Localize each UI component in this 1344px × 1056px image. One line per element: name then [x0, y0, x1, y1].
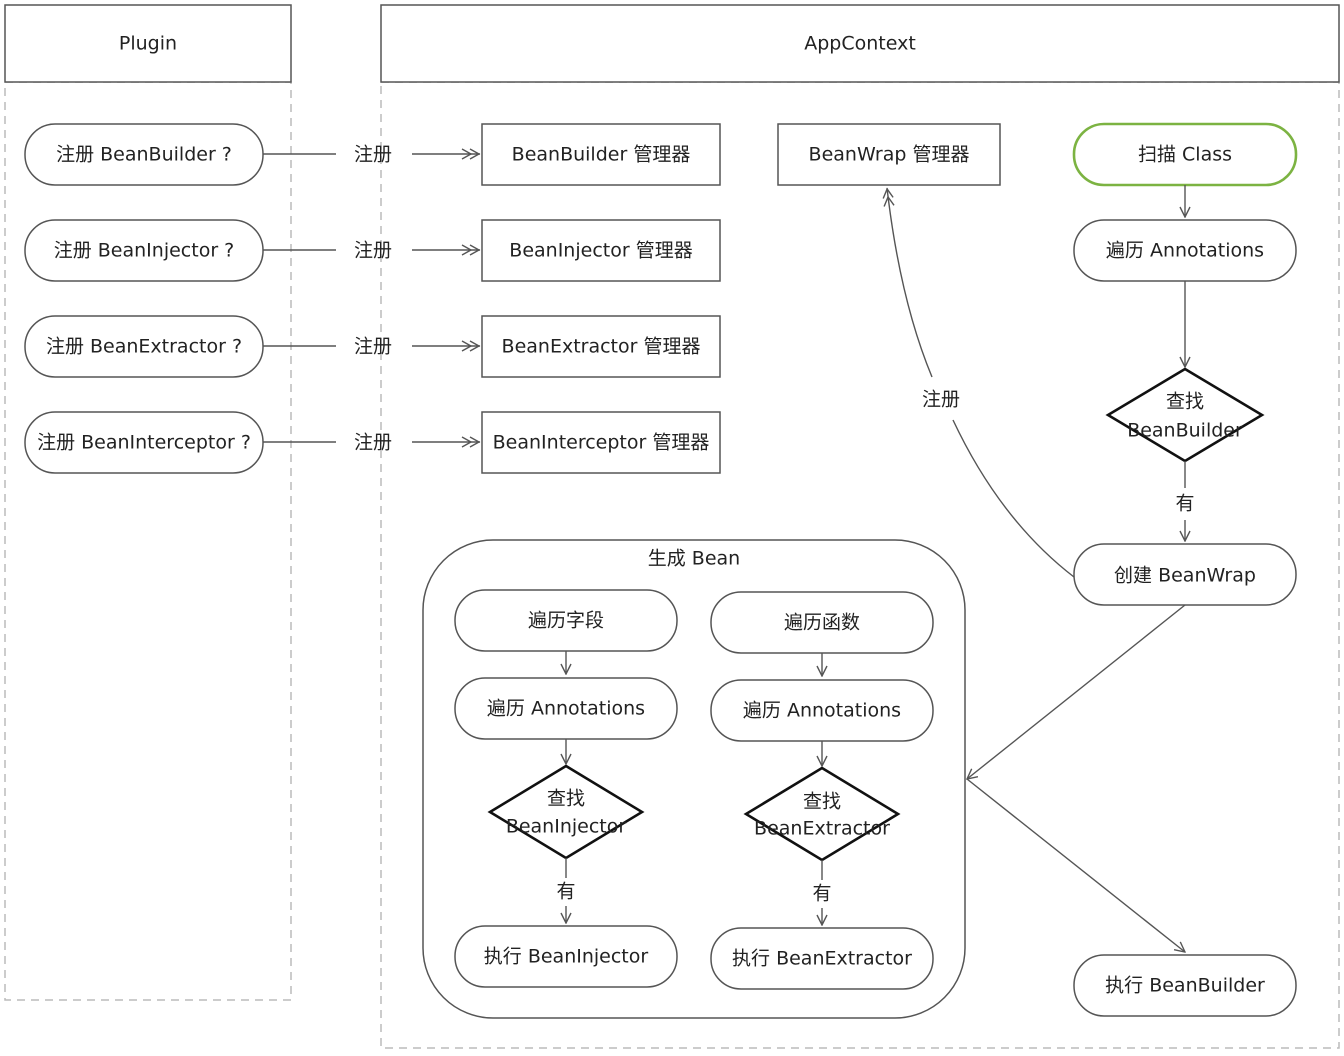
find-beanbuilder-decision	[1105, 367, 1265, 463]
iterate-annotations-label: 遍历 Annotations	[1106, 240, 1264, 262]
fields-yes-label: 有	[556, 881, 575, 903]
beaninjector-manager	[481, 219, 721, 282]
methods-yes-label: 有	[812, 883, 831, 905]
find-beanbuilder-label-line2: BeanBuilder	[1127, 420, 1243, 442]
plugin-row-injector: 注册 BeanInjector ? 注册 BeanInjector 管理器	[24, 219, 721, 282]
register-beanbuilder-label: 注册 BeanBuilder ?	[56, 144, 232, 166]
plugin-lane-title: Plugin	[119, 33, 177, 55]
beanextractor-manager-label: BeanExtractor 管理器	[502, 336, 701, 358]
find-beanbuilder-label-line1: 查找	[1166, 391, 1204, 413]
register-edge-label: 注册	[354, 240, 392, 262]
yes-label: 有	[1175, 493, 1194, 515]
exec-beanextractor-node	[710, 927, 934, 990]
beanbuilder-manager-label: BeanBuilder 管理器	[512, 144, 691, 166]
register-beanwrap-label: 注册	[922, 389, 960, 411]
methods-annotations-label: 遍历 Annotations	[743, 700, 901, 722]
beanwrap-manager	[777, 123, 1001, 186]
register-edge-label: 注册	[354, 432, 392, 454]
beanbuilder-manager	[481, 123, 721, 186]
register-beanextractor-label: 注册 BeanExtractor ?	[46, 336, 242, 358]
plugin-row-interceptor: 注册 BeanInterceptor ? 注册 BeanInterceptor …	[24, 411, 721, 474]
beaninterceptor-manager-label: BeanInterceptor 管理器	[493, 432, 710, 454]
exec-beanextractor-label: 执行 BeanExtractor	[732, 948, 912, 970]
register-beaninterceptor-label: 注册 BeanInterceptor ?	[37, 432, 251, 454]
generate-bean-title: 生成 Bean	[648, 548, 740, 570]
scan-class-label: 扫描 Class	[1138, 144, 1232, 166]
plugin-row-builder: 注册 BeanBuilder ? 注册 BeanBuilder 管理器	[24, 123, 721, 186]
plugin-row-extractor: 注册 BeanExtractor ? 注册 BeanExtractor 管理器	[24, 315, 721, 378]
exec-beaninjector-node	[454, 925, 678, 988]
iterate-fields-label: 遍历字段	[528, 610, 604, 632]
exec-beaninjector-label: 执行 BeanInjector	[484, 946, 649, 968]
iterate-methods-label: 遍历函数	[784, 612, 860, 634]
appcontext-lane: AppContext	[380, 4, 1340, 1049]
fields-annotations-label: 遍历 Annotations	[487, 698, 645, 720]
find-beanextractor-label-line2: BeanExtractor	[754, 818, 890, 840]
find-beaninjector-label-line2: BeanInjector	[506, 816, 627, 838]
beanextractor-manager	[481, 315, 721, 378]
create-beanwrap-label: 创建 BeanWrap	[1114, 565, 1256, 587]
register-beaninjector-label: 注册 BeanInjector ?	[54, 240, 235, 262]
generate-bean-container	[422, 539, 966, 1019]
register-edge-label: 注册	[354, 336, 392, 358]
beanwrap-manager-label: BeanWrap 管理器	[809, 144, 970, 166]
register-edge-label: 注册	[354, 144, 392, 166]
plugin-lane: Plugin	[4, 4, 292, 1001]
find-beaninjector-label-line1: 查找	[547, 788, 585, 810]
exec-beanbuilder-node	[1073, 954, 1297, 1017]
find-beanextractor-label-line1: 查找	[803, 791, 841, 813]
beaninterceptor-manager	[481, 411, 721, 474]
exec-beanbuilder-label: 执行 BeanBuilder	[1105, 975, 1265, 997]
appcontext-lane-title: AppContext	[804, 33, 916, 55]
beaninjector-manager-label: BeanInjector 管理器	[509, 240, 692, 262]
